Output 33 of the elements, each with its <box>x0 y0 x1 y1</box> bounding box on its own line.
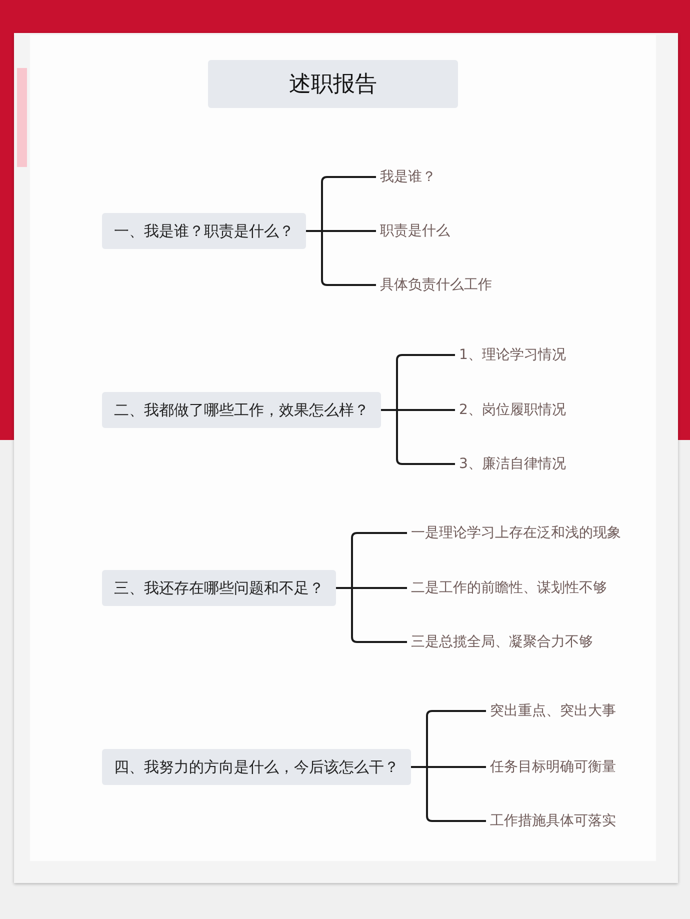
connector-line <box>426 767 486 822</box>
topic-box: 一、我是谁？职责是什么？ <box>102 213 306 249</box>
title-banner: 述职报告 <box>208 60 458 108</box>
connector-line <box>322 230 376 232</box>
connector-line <box>396 354 455 410</box>
subtopic-text: 任务目标明确可衡量 <box>486 757 620 777</box>
subtopic-text: 2、岗位履职情况 <box>455 400 570 420</box>
connector-line <box>352 587 407 589</box>
connector-line <box>351 532 407 588</box>
connector-line <box>321 176 376 231</box>
connector-line <box>427 766 486 768</box>
topic-box: 三、我还存在哪些问题和不足？ <box>102 570 336 606</box>
subtopic-text: 1、理论学习情况 <box>455 345 570 365</box>
subtopic-text: 我是谁？ <box>376 167 440 187</box>
subtopic-text: 具体负责什么工作 <box>376 275 496 295</box>
connector-line <box>336 587 352 589</box>
subtopic-text: 一是理论学习上存在泛和浅的现象 <box>407 523 625 543</box>
topic-box: 二、我都做了哪些工作，效果怎么样？ <box>102 392 381 428</box>
subtopic-text: 3、廉洁自律情况 <box>455 454 570 474</box>
connector-line <box>321 231 376 286</box>
subtopic-text: 二是工作的前瞻性、谋划性不够 <box>407 578 611 598</box>
connector-line <box>397 409 455 411</box>
connector-line <box>306 230 322 232</box>
connector-line <box>381 409 397 411</box>
subtopic-text: 工作措施具体可落实 <box>486 811 620 831</box>
connector-line <box>351 588 407 643</box>
subtopic-text: 三是总揽全局、凝聚合力不够 <box>407 632 597 652</box>
connector-line <box>426 710 486 767</box>
subtopic-text: 突出重点、突出大事 <box>486 701 620 721</box>
subtopic-text: 职责是什么 <box>376 221 454 241</box>
topic-box: 四、我努力的方向是什么，今后该怎么干？ <box>102 749 411 785</box>
connector-line <box>411 766 427 768</box>
connector-line <box>396 410 455 465</box>
